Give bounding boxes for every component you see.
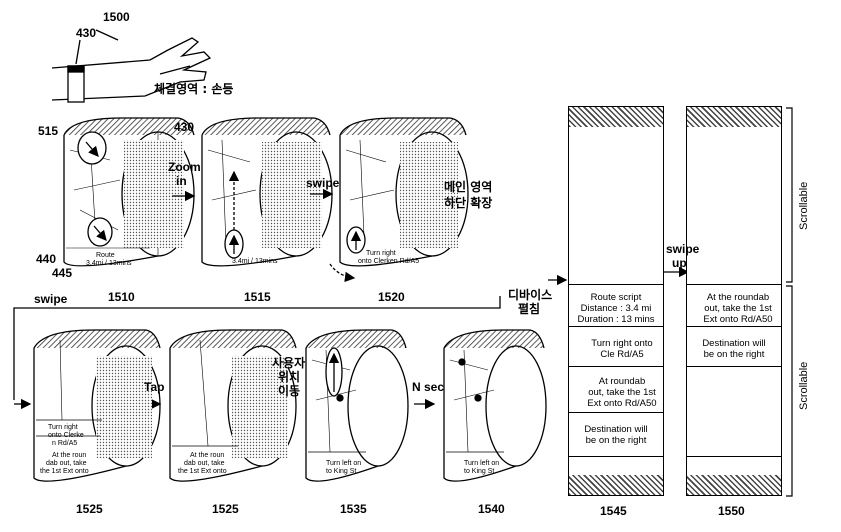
caption-1525b: 1525 (212, 502, 239, 516)
route-script-title: Route script (590, 292, 642, 303)
destination-side: be on the right (703, 349, 765, 360)
band-text: At the roun (52, 452, 87, 459)
destination-text: Destination will (702, 338, 766, 349)
caption-1535: 1535 (340, 502, 367, 516)
hand-illustration (51, 29, 212, 103)
roundabout-road: Ext onto Rd/A50 (587, 398, 657, 409)
caption-1510: 1510 (108, 290, 135, 304)
flow-arrows (13, 188, 690, 410)
band-text: dab out, take (184, 460, 225, 467)
roundabout-exit: out, take the 1st (704, 303, 772, 314)
roundabout-road: Ext onto Rd/A50 (703, 314, 773, 325)
band-text: Turn left on (326, 460, 362, 467)
band-1515 (201, 117, 333, 267)
divider (686, 456, 782, 457)
band-text: Turn right (366, 250, 396, 257)
ref-515: 515 (38, 124, 59, 138)
band-text: onto Clerken Rd/A5 (358, 258, 420, 265)
band-text: 3.4mi / 13mins (232, 258, 278, 265)
divider (686, 284, 782, 285)
turn-instruction[interactable]: Turn right onto (591, 338, 653, 349)
zoom-in-label-2: in (176, 174, 187, 188)
main-area-label: 메인 영역 (444, 180, 493, 194)
caption-1525a: 1525 (76, 502, 103, 516)
swipe-label: swipe (306, 176, 340, 190)
panel-bottom-bezel (569, 475, 663, 495)
device-unfold-label: 디바이스 (508, 288, 553, 302)
panel-top-bezel (569, 107, 663, 127)
divider (686, 326, 782, 327)
wear-area-label: 체결영역 : 손등 (154, 82, 234, 96)
device-unfold-label-2: 펼침 (518, 302, 541, 316)
scroll-brackets (786, 107, 793, 497)
band-text: Route (96, 252, 115, 259)
panel-1550[interactable] (686, 106, 782, 496)
caption-1550: 1550 (718, 504, 745, 518)
main-area-label-2: 하단 확장 (444, 196, 493, 210)
figure-number: 1500 (103, 10, 130, 24)
band-text: Turn left on (464, 460, 500, 467)
caption-1540: 1540 (478, 502, 505, 516)
divider (568, 326, 664, 327)
band-text: 3.4mi / 13mins (86, 260, 132, 267)
divider (686, 366, 782, 367)
user-move-label-2: 위치 (278, 370, 301, 384)
band-text: to King St (464, 468, 495, 475)
band-text: the 1st Ext onto (40, 468, 89, 475)
scrollable-bottom: Scrollable (798, 361, 810, 410)
band-text: onto Clerke (48, 432, 84, 439)
band-1525a (33, 329, 161, 482)
panel-bottom-bezel (687, 475, 781, 495)
roundabout-instruction[interactable]: At roundab (598, 376, 646, 387)
route-duration: Duration : 13 mins (577, 314, 655, 325)
panel-top-bezel (687, 107, 781, 127)
panel-1545[interactable] (568, 106, 664, 496)
watch-ref: 430 (76, 26, 97, 40)
band-1525b (169, 329, 297, 482)
band-text: to King St (326, 468, 357, 475)
user-move-label-3: 이동 (278, 384, 301, 398)
ref-440: 440 (36, 252, 57, 266)
band-text: n Rd/A5 (52, 440, 78, 447)
destination-side: be on the right (585, 435, 647, 446)
band-text: Turn right (48, 424, 78, 431)
destination-text: Destination will (584, 424, 648, 435)
divider (568, 412, 664, 413)
band-1535 (305, 329, 409, 482)
divider (568, 366, 664, 367)
turn-road: Cle Rd/A5 (600, 349, 644, 360)
tap-label: Tap (144, 380, 165, 394)
band-1510 (63, 117, 195, 267)
user-move-label: 사용자 (272, 356, 306, 370)
caption-1545: 1545 (600, 504, 627, 518)
ref-445: 445 (52, 266, 73, 280)
swipe-up-label: swipe (666, 242, 700, 256)
caption-1520: 1520 (378, 290, 405, 304)
band-text: the 1st Ext onto (178, 468, 227, 475)
route-distance: Distance : 3.4 mi (580, 303, 652, 314)
band-1520 (329, 117, 469, 283)
ref-430: 430 (174, 120, 195, 134)
zoom-in-label: Zoom (168, 160, 201, 174)
swipe-label-left: swipe (34, 292, 68, 306)
roundabout-exit: out, take the 1st (588, 387, 656, 398)
n-sec-label: N sec (412, 380, 445, 394)
scrollable-top: Scrollable (798, 181, 810, 230)
swipe-up-label-2: up (672, 256, 687, 270)
caption-1515: 1515 (244, 290, 271, 304)
divider (568, 456, 664, 457)
roundabout-instruction[interactable]: At the roundab (706, 292, 770, 303)
band-text: At the roun (190, 452, 225, 459)
divider (568, 284, 664, 285)
band-text: dab out, take (46, 460, 87, 467)
band-1540 (443, 329, 547, 482)
